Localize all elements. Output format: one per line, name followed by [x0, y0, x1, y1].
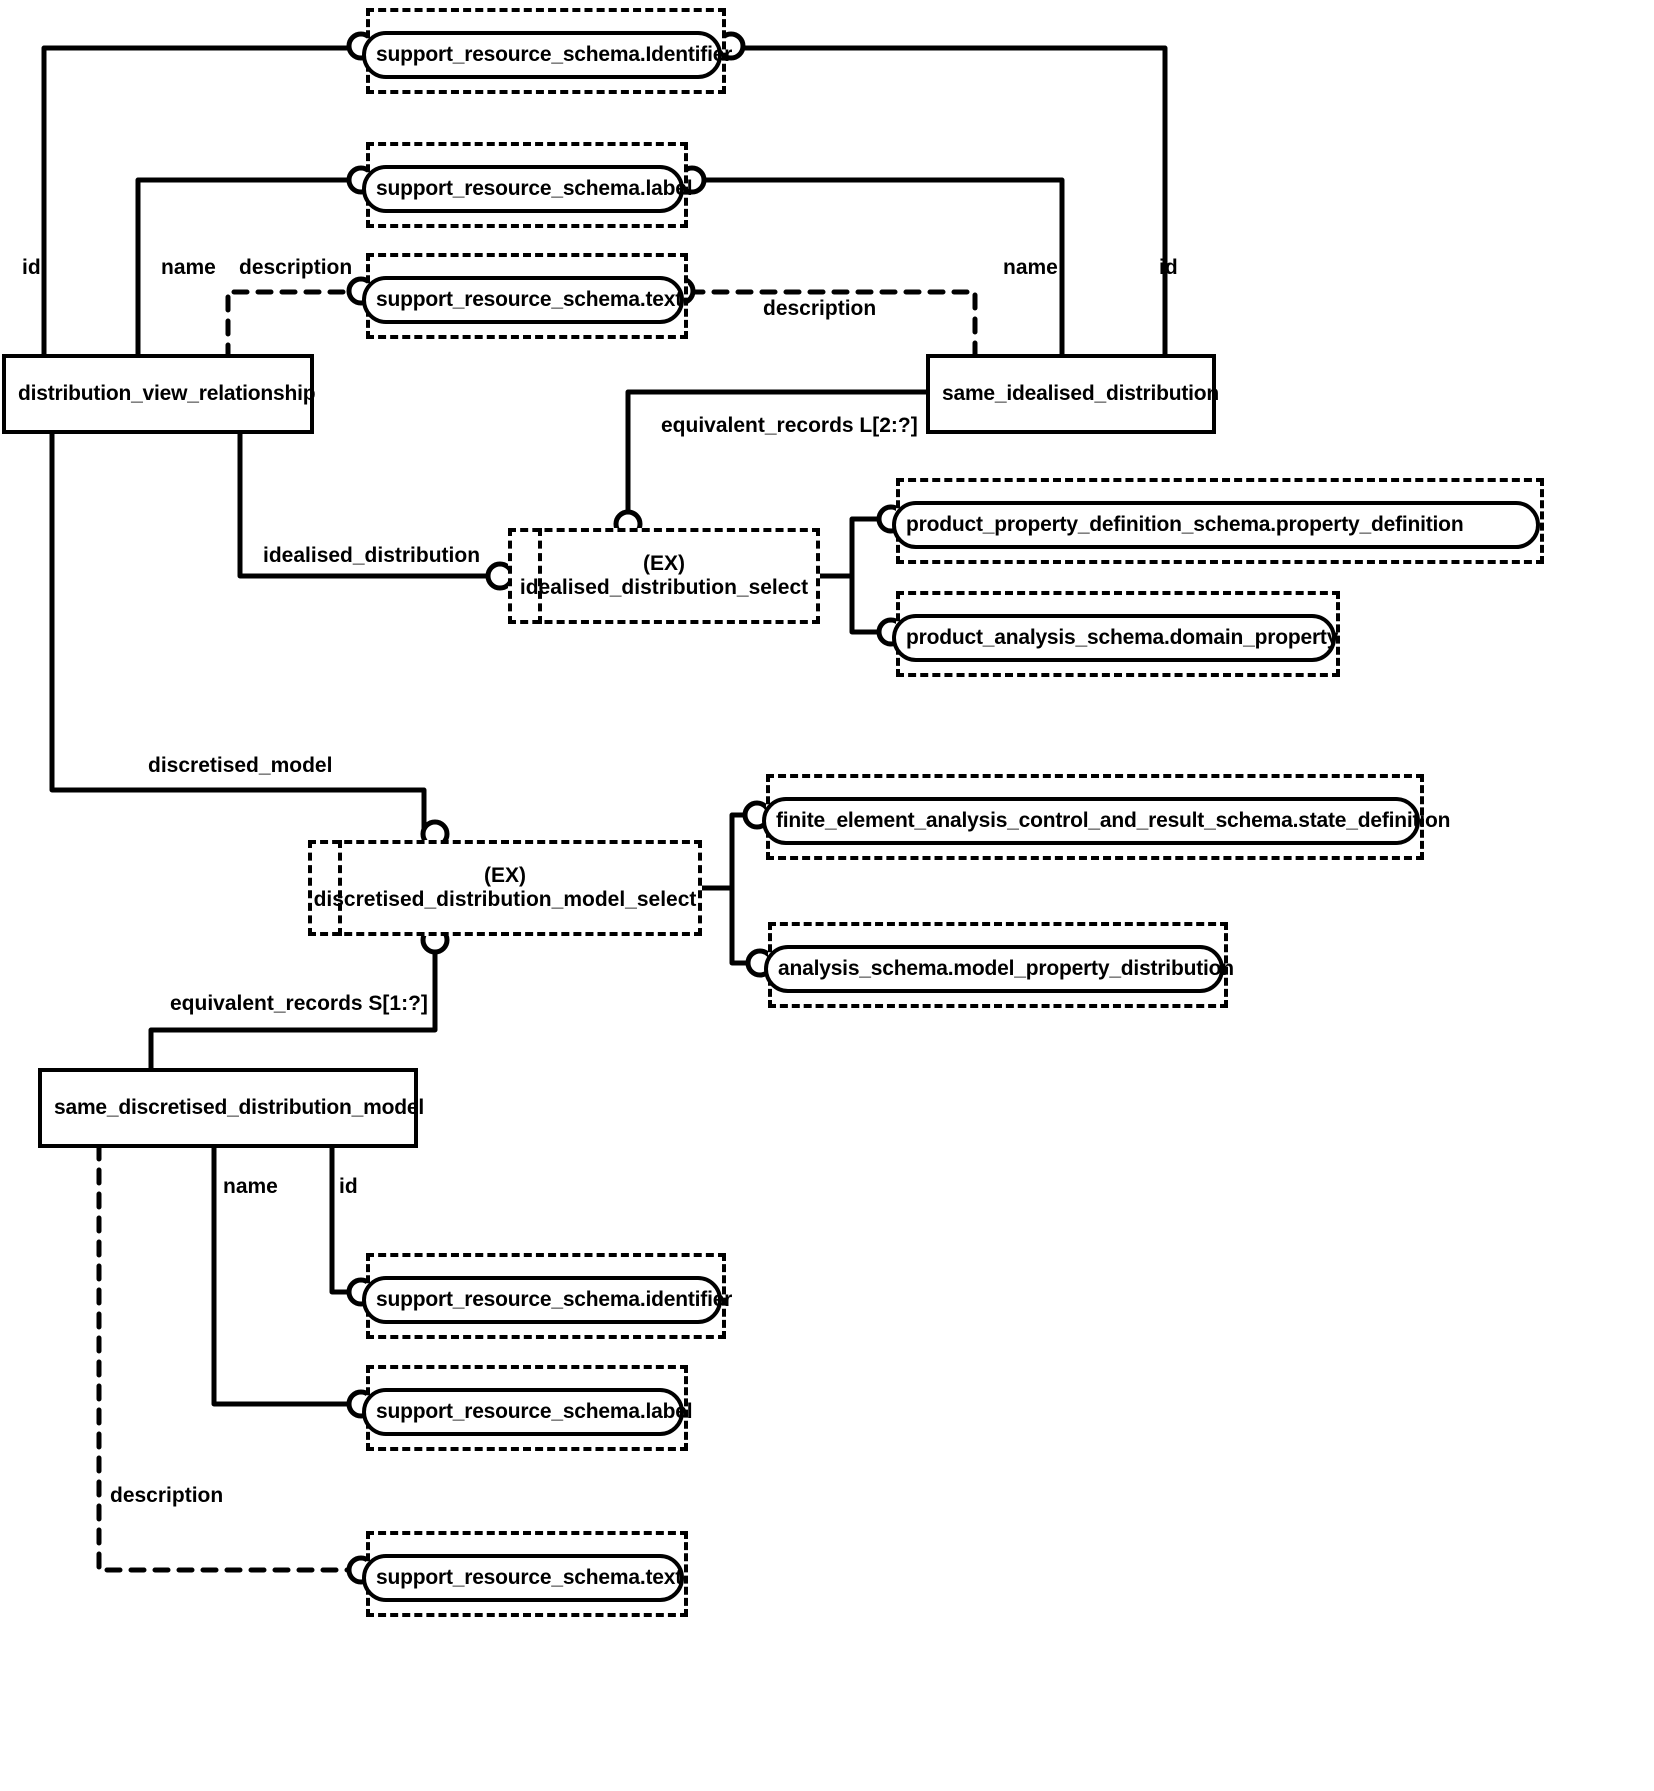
label-idealised-distribution: idealised_distribution — [263, 544, 481, 567]
select-left-divider — [538, 528, 542, 624]
imported-type-product-analysis-schema-domain-property[interactable]: product_analysis_schema.domain_property — [892, 591, 1340, 677]
wire-dvr-id — [41, 45, 355, 398]
label-discretised-model: discretised_model — [148, 754, 333, 777]
imported-type-pill: support_resource_schema.label — [362, 1388, 693, 1436]
imported-type-pill: support_resource_schema.identifier — [362, 1276, 732, 1324]
label-sid-description: description — [763, 297, 877, 320]
label-sid-id: id — [1159, 256, 1178, 279]
imported-type-label: support_resource_schema.text — [376, 1566, 683, 1589]
imported-type-support-resource-schema-identifier-top[interactable]: support_resource_schema.Identifier — [362, 8, 732, 94]
imported-type-label: finite_element_analysis_control_and_resu… — [776, 809, 1451, 832]
wire-select-to-property-definition — [817, 516, 885, 579]
wire-sid-description — [687, 289, 978, 358]
wire-select-to-model-property-distribution — [699, 885, 755, 966]
select-left-divider — [338, 840, 342, 936]
label-sdm-description: description — [110, 1484, 224, 1507]
imported-type-pill: product_analysis_schema.domain_property — [892, 614, 1339, 662]
entity-same-discretised-distribution-model[interactable]: same_discretised_distribution_model — [38, 1068, 424, 1148]
imported-type-label: product_property_definition_schema.prope… — [906, 513, 1464, 536]
imported-type-label: analysis_schema.model_property_distribut… — [778, 957, 1234, 980]
wire-dvr-description — [225, 289, 355, 361]
imported-type-label: product_analysis_schema.domain_property — [906, 626, 1339, 649]
select-label: discretised_distribution_model_select — [313, 888, 697, 911]
label-dvr-name: name — [161, 256, 216, 279]
select-ex-marker: (EX) — [643, 552, 685, 576]
imported-type-pill: support_resource_schema.Identifier — [362, 31, 732, 79]
label-dvr-id: id — [22, 256, 41, 279]
entity-label: same_discretised_distribution_model — [54, 1096, 424, 1119]
label-sdm-name: name — [223, 1175, 278, 1198]
entity-distribution-view-relationship[interactable]: distribution_view_relationship — [2, 354, 316, 434]
wire-discretised-model — [49, 429, 427, 831]
imported-type-analysis-schema-model-property-distribution[interactable]: analysis_schema.model_property_distribut… — [764, 922, 1234, 1008]
select-idealised-distribution-select[interactable]: (EX) idealised_distribution_select — [508, 528, 820, 624]
imported-type-support-resource-schema-label-bottom[interactable]: support_resource_schema.label — [362, 1365, 693, 1451]
imported-type-label: support_resource_schema.label — [376, 1400, 693, 1423]
imported-type-support-resource-schema-label-top[interactable]: support_resource_schema.label — [362, 142, 693, 228]
imported-type-label: support_resource_schema.identifier — [376, 1288, 733, 1311]
wire-equivalent-records-s — [148, 945, 438, 1075]
entity-same-idealised-distribution[interactable]: same_idealised_distribution — [926, 354, 1220, 434]
wire-select-to-domain-property — [817, 573, 885, 635]
imported-type-pill: support_resource_schema.text — [362, 276, 684, 324]
imported-type-pill: support_resource_schema.text — [362, 1554, 684, 1602]
select-label: idealised_distribution_select — [519, 576, 809, 599]
label-equivalent-records-l: equivalent_records L[2:?] — [661, 414, 918, 437]
imported-type-support-resource-schema-text-top[interactable]: support_resource_schema.text — [362, 253, 688, 339]
imported-type-finite-element-analysis-control-and-result-schema-state-definition[interactable]: finite_element_analysis_control_and_resu… — [762, 774, 1450, 860]
imported-type-label: support_resource_schema.Identifier — [376, 43, 733, 66]
label-dvr-description: description — [239, 256, 353, 279]
label-sid-name: name — [1003, 256, 1058, 279]
wire-idealised-distribution — [237, 429, 495, 579]
label-sdm-id: id — [339, 1175, 358, 1198]
entity-label: same_idealised_distribution — [942, 382, 1220, 405]
imported-type-pill: product_property_definition_schema.prope… — [892, 501, 1540, 549]
imported-type-label: support_resource_schema.text — [376, 288, 683, 311]
wire-sid-name — [697, 177, 1065, 358]
imported-type-label: support_resource_schema.label — [376, 177, 693, 200]
wire-sid-id — [737, 45, 1168, 358]
select-discretised-distribution-model-select[interactable]: (EX) discretised_distribution_model_sele… — [308, 840, 702, 936]
label-equivalent-records-s: equivalent_records S[1:?] — [170, 992, 428, 1015]
imported-type-pill: finite_element_analysis_control_and_resu… — [762, 797, 1450, 845]
imported-type-support-resource-schema-identifier-bottom[interactable]: support_resource_schema.identifier — [362, 1253, 732, 1339]
imported-type-product-property-definition-schema-property-definition[interactable]: product_property_definition_schema.prope… — [892, 478, 1544, 564]
wire-select-to-state-definition — [699, 812, 753, 891]
imported-type-support-resource-schema-text-bottom[interactable]: support_resource_schema.text — [362, 1531, 688, 1617]
wire-sdm-name — [211, 1143, 355, 1407]
imported-type-pill: support_resource_schema.label — [362, 165, 693, 213]
wire-equivalent-records-l — [625, 389, 933, 515]
imported-type-pill: analysis_schema.model_property_distribut… — [764, 945, 1234, 993]
select-ex-marker: (EX) — [484, 864, 526, 888]
wire-sdm-id — [329, 1143, 355, 1295]
entity-label: distribution_view_relationship — [18, 382, 316, 405]
wire-dvr-name — [135, 177, 355, 398]
